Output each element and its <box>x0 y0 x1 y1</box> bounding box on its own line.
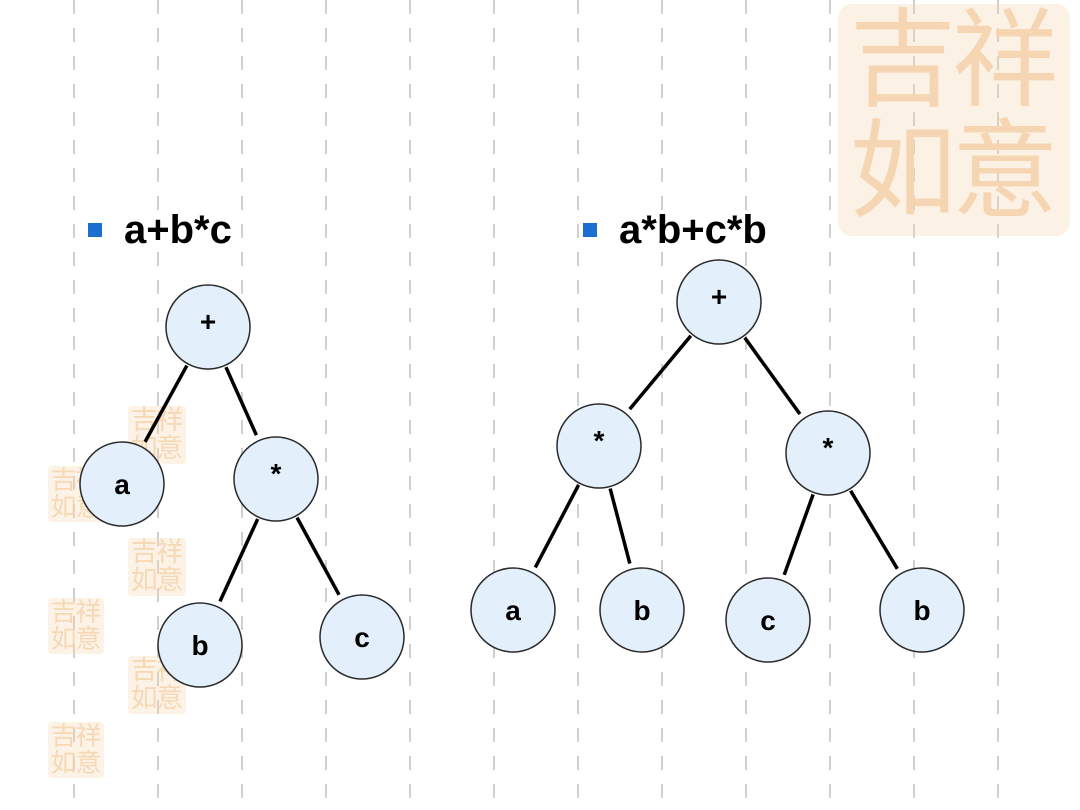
tree-node <box>470 567 556 653</box>
svg-text:意: 意 <box>156 565 183 596</box>
svg-text:祥: 祥 <box>75 721 101 751</box>
tree-node <box>879 567 965 653</box>
svg-text:意: 意 <box>952 110 1059 234</box>
tree-node <box>319 594 405 680</box>
tree-node-label: a <box>114 469 130 500</box>
svg-text:吉: 吉 <box>51 465 77 495</box>
svg-text:吉: 吉 <box>131 537 158 568</box>
svg-text:吉: 吉 <box>131 655 158 686</box>
tree-node-label: * <box>594 425 605 456</box>
tree-left: + a * b c <box>79 284 405 688</box>
tree-node-label: * <box>271 458 282 489</box>
svg-text:意: 意 <box>75 624 101 654</box>
svg-text:吉: 吉 <box>51 597 77 627</box>
svg-text:祥: 祥 <box>952 0 1059 123</box>
tree-edge <box>295 516 341 596</box>
tree-node-label: + <box>711 281 727 312</box>
tree-edge <box>782 493 815 576</box>
tree-node <box>556 403 642 489</box>
tree-node <box>599 567 685 653</box>
tree-edge <box>218 518 260 603</box>
svg-text:吉: 吉 <box>131 405 158 436</box>
tree-node <box>165 284 251 370</box>
tree-node-label: c <box>354 622 370 653</box>
svg-text:如: 如 <box>131 565 158 596</box>
tree-node-label: b <box>633 595 650 626</box>
svg-text:如: 如 <box>51 624 77 654</box>
tree-edge <box>143 364 189 443</box>
svg-text:如: 如 <box>850 110 957 234</box>
tree-edge <box>628 334 693 411</box>
expression-right: a*b+c*b <box>619 208 767 252</box>
svg-text:意: 意 <box>156 433 183 464</box>
bullet-square-icon <box>583 223 597 237</box>
tree-edge <box>743 336 802 416</box>
tree-node-label: * <box>823 432 834 463</box>
tree-node-label: c <box>760 605 776 636</box>
svg-text:意: 意 <box>156 683 183 714</box>
bullet-item-right: a*b+c*b <box>583 210 767 250</box>
tree-node <box>676 259 762 345</box>
svg-text:祥: 祥 <box>75 597 101 627</box>
tree-edge <box>533 484 581 569</box>
tree-node <box>233 436 319 522</box>
svg-text:吉: 吉 <box>850 0 957 123</box>
tree-node-label: b <box>913 595 930 626</box>
tree-node <box>79 441 165 527</box>
tree-node <box>725 577 811 663</box>
bullet-square-icon <box>88 223 102 237</box>
svg-text:祥: 祥 <box>156 537 183 568</box>
expression-left: a+b*c <box>124 208 232 252</box>
svg-text:如: 如 <box>51 748 77 778</box>
tree-node-label: a <box>505 595 521 626</box>
tree-right: + * * a b c b <box>470 259 965 663</box>
tree-edge <box>849 489 899 570</box>
svg-text:吉: 吉 <box>51 721 77 751</box>
tree-node-label: + <box>200 306 216 337</box>
svg-text:意: 意 <box>75 748 101 778</box>
bullet-item-left: a+b*c <box>88 210 232 250</box>
tree-node <box>785 410 871 496</box>
svg-text:如: 如 <box>131 683 158 714</box>
tree-node-label: b <box>191 630 208 661</box>
svg-text:如: 如 <box>51 492 77 522</box>
tree-node <box>157 602 243 688</box>
tree-edge <box>224 366 258 436</box>
tree-edge <box>608 488 632 565</box>
